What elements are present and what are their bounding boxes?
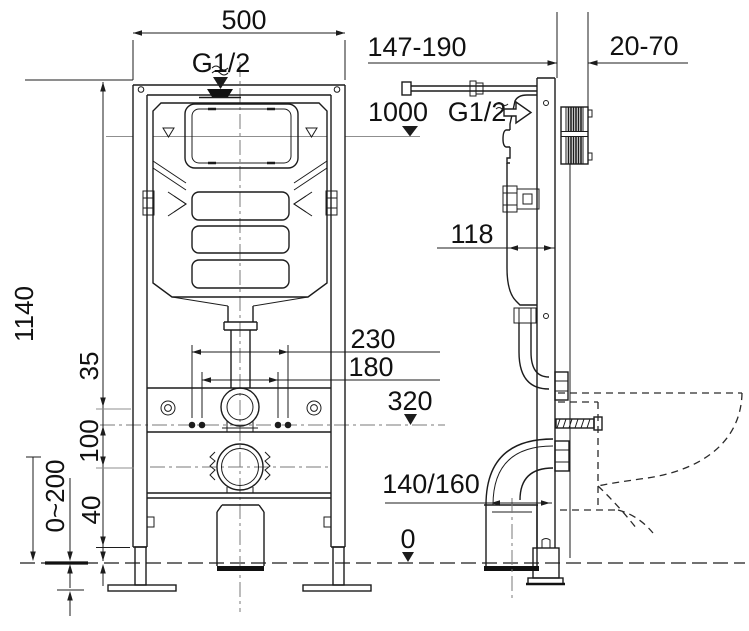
dim-height-1140: 1140 (9, 79, 133, 561)
adjustable-leg (134, 546, 147, 586)
dim-35: 35 (74, 352, 131, 410)
dim-depth-ranges: 147-190 20-70 (367, 12, 688, 107)
label-inlet-thread-front: G1/2 (192, 48, 251, 78)
upper-crossbar (147, 387, 331, 433)
level-marker-icon (402, 126, 418, 137)
adjustable-leg (332, 546, 345, 586)
label-outlet-offset: 140/160 (382, 469, 480, 499)
stud-bolt (274, 421, 282, 429)
dim-inlet-height: 1000 G1/2 (368, 97, 533, 137)
dim-width-500: 500 (132, 5, 346, 80)
front-view (100, 62, 445, 612)
side-wing (293, 191, 313, 217)
label-offset-foot: 40 (76, 496, 106, 525)
side-wing (167, 191, 187, 217)
frame-hole (543, 313, 549, 319)
wall-anchor-rod (401, 80, 537, 97)
access-window (184, 103, 299, 169)
cover-ribs (191, 191, 290, 289)
cistern-profile (502, 94, 540, 306)
dim-outlet-offset: 140/160 (382, 469, 552, 506)
label-spacing-inner: 180 (348, 352, 393, 382)
rail-clip (146, 516, 155, 528)
dim-100: 100 (74, 419, 134, 469)
label-leg-adjust: 0~200 (40, 459, 70, 532)
stud-bolt (198, 421, 206, 429)
anchor-bolt (401, 81, 412, 96)
level-marker-icon (402, 552, 414, 562)
flush-bend (513, 307, 569, 401)
frame-profile (526, 77, 565, 586)
flush-pipe (223, 306, 258, 388)
label-height: 1140 (9, 286, 39, 342)
water-level-icon (162, 127, 175, 138)
stud-bolt (284, 421, 292, 429)
inlet-fitting-icon (207, 89, 233, 97)
inlet-direction-arrow-icon (503, 100, 533, 125)
flow-squiggle-icon (211, 65, 229, 71)
frame-hole (543, 100, 549, 106)
side-view (401, 77, 743, 598)
corner-hole (333, 86, 341, 93)
fixing-stud (555, 416, 603, 431)
label-offset-drain: 100 (74, 419, 104, 462)
label-cistern-depth: 118 (450, 219, 493, 249)
label-wall-thickness: 20-70 (609, 31, 678, 61)
label-bolt-height: 320 (387, 386, 432, 416)
clip-serration (209, 451, 216, 481)
mounting-frame (132, 84, 346, 548)
water-inlet (199, 65, 241, 99)
drain-spigot (554, 440, 570, 472)
legs (107, 546, 372, 592)
dim-adjust-range: 0~200 (26, 456, 84, 616)
label-inlet-height: 1000 (368, 97, 428, 127)
flush-spigot (554, 371, 569, 401)
drain-bend (484, 438, 570, 598)
corner-hole (137, 86, 145, 93)
foot-plate (302, 584, 372, 592)
dim-bolt-height: 320 (387, 386, 433, 425)
wall-hatch-block (560, 106, 593, 165)
label-spacing-outer: 230 (350, 324, 395, 354)
dim-40: 40 (76, 496, 130, 586)
side-bracket (142, 190, 338, 216)
toilet-bowl-outline (558, 392, 743, 534)
label-frame-depth: 147-190 (367, 32, 466, 62)
dim-cistern-depth: 118 (437, 219, 555, 251)
rail-clip (323, 516, 332, 528)
dim-floor-level: 0 (400, 524, 416, 562)
level-marker-icon (404, 414, 417, 425)
drain-socket (147, 443, 331, 499)
label-offset-top: 35 (74, 352, 104, 381)
stud-bolt (188, 421, 196, 429)
foot-plate (107, 584, 177, 592)
label-width: 500 (221, 5, 266, 35)
fixing-hole (306, 400, 322, 416)
cistern (142, 102, 338, 307)
label-inlet-thread-side: G1/2 (448, 97, 507, 127)
clip-serration (264, 451, 271, 481)
fixing-hole (160, 400, 176, 416)
flush-elbow-socket (220, 387, 260, 427)
label-floor-level: 0 (400, 524, 415, 554)
water-level-icon (305, 127, 318, 138)
dim-bolt-spacing: 230 180 (191, 324, 440, 418)
drain-pipe (216, 504, 265, 571)
inlet-arrow-icon (213, 77, 228, 89)
